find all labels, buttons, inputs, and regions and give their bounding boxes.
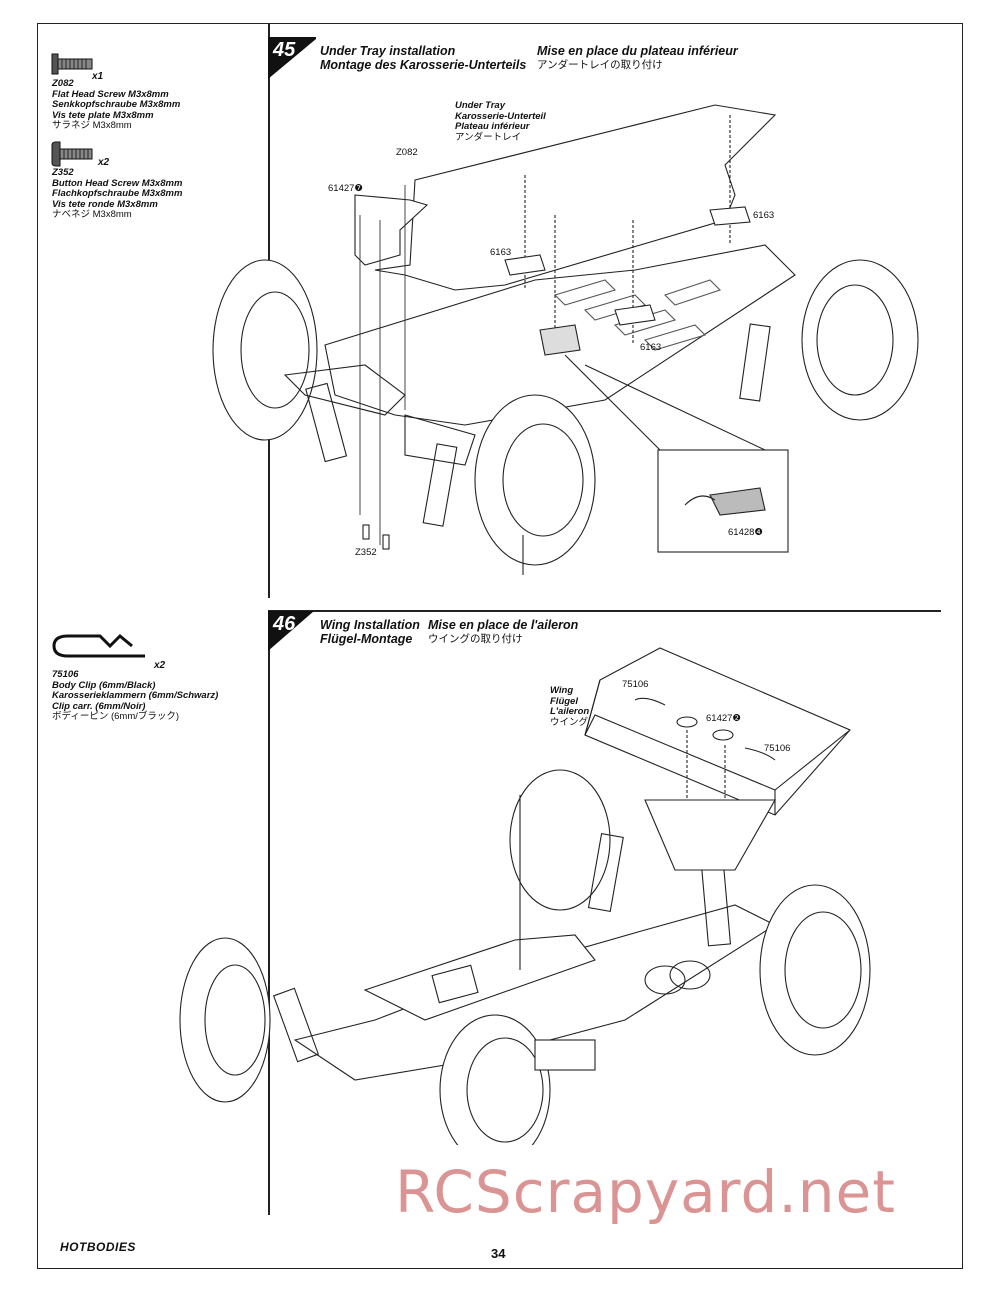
wing-assembly-drawing (179, 647, 871, 1145)
body-clip-icon (52, 633, 145, 658)
flat-head-screw-icon (51, 53, 93, 75)
page-number: 34 (491, 1246, 506, 1261)
callout-61427-wing: 61427❷ (706, 713, 741, 724)
callout-6163-a: 6163 (490, 247, 512, 258)
step-divider (268, 610, 941, 612)
under-tray-en: Under Tray (455, 100, 505, 111)
step-45-title-de: Montage des Karosserie-Unterteils (320, 58, 527, 72)
step-46-badge (268, 611, 316, 653)
part-75106-label: 75106 Body Clip (6mm/Black) Karosseriekl… (52, 669, 219, 723)
step-45-title-fr-ja: Mise en place du plateau inférieur アンダート… (537, 44, 738, 72)
step-45-number: 45 (273, 39, 296, 61)
callout-z082: Z082 (396, 147, 418, 158)
part-75106-qty: x2 (154, 660, 166, 671)
callout-z352: Z352 (355, 547, 377, 558)
step-45-title-en: Under Tray installation (320, 44, 456, 58)
under-tray-callout: Under Tray Karosserie-Unterteil Plateau … (455, 100, 546, 143)
part-z352-qty: x2 (98, 157, 110, 168)
under-tray-assembly-drawing (212, 104, 919, 575)
part-z352-label: Z352 Button Head Screw M3x8mm Flachkopfs… (52, 167, 183, 221)
step-45-title-fr: Mise en place du plateau inférieur (537, 44, 738, 58)
column-divider-footer (268, 1125, 270, 1215)
part-75106-de: Karosserieklammern (6mm/Schwarz) (52, 690, 219, 701)
under-tray-de: Karosserie-Unterteil (455, 110, 546, 122)
callout-61427: 61427❼ (328, 183, 363, 194)
part-z352-code: Z352 (52, 167, 74, 178)
part-z082-en: Flat Head Screw M3x8mm (52, 88, 169, 100)
step-45-badge (268, 37, 316, 79)
wing-de: Flügel (550, 695, 578, 707)
page-frame (37, 23, 963, 1269)
part-z352-ja: ナベネジ M3x8mm (52, 209, 132, 220)
step-46-title-ja: ウイングの取り付け (428, 633, 523, 645)
part-75106-ja: ボディーピン (6mm/ブラック) (52, 711, 180, 722)
part-75106-fr: Clip carr. (6mm/Noir) (52, 700, 146, 712)
callout-6163-c: 6163 (640, 342, 662, 353)
under-tray-fr: Plateau inférieur (455, 121, 530, 132)
step-46-number: 46 (273, 613, 296, 635)
part-z352-en: Button Head Screw M3x8mm (52, 177, 183, 189)
step-45-title-en-de: Under Tray installation Montage des Karo… (320, 44, 526, 72)
step-46-title-fr: Mise en place de l'aileron (428, 618, 579, 632)
step-46-title-fr-ja: Mise en place de l'aileron ウイングの取り付け (428, 618, 578, 646)
button-head-screw-icon (51, 141, 93, 167)
part-75106-en: Body Clip (6mm/Black) (52, 679, 156, 691)
wing-fr: L'aileron (550, 706, 590, 717)
part-z082-label: Z082 Flat Head Screw M3x8mm Senkkopfschr… (52, 78, 181, 132)
part-z082-qty: x1 (92, 71, 104, 82)
wing-ja: ウイング (550, 716, 589, 728)
part-z082-de: Senkkopfschraube M3x8mm (52, 99, 181, 110)
part-z352-de: Flachkopfschraube M3x8mm (52, 188, 183, 199)
part-z082-ja: サラネジ M3x8mm (52, 120, 132, 131)
callout-75106-a: 75106 (622, 679, 649, 690)
part-z082-fr: Vis tete plate M3x8mm (52, 109, 154, 121)
hotbodies-logo: HOTBODIES (60, 1240, 136, 1254)
part-z352-fr: Vis tete ronde M3x8mm (52, 198, 158, 210)
callout-61428: 61428❹ (728, 527, 763, 538)
part-75106-code: 75106 (52, 669, 79, 680)
callout-75106-b: 75106 (764, 743, 791, 754)
step-46-title-en-de: Wing Installation Flügel-Montage (320, 618, 420, 646)
step-45-title-ja: アンダートレイの取り付け (537, 59, 663, 71)
wing-callout: Wing Flügel L'aileron ウイング (550, 685, 590, 728)
part-z082-code: Z082 (52, 78, 74, 89)
step-46-title-de: Flügel-Montage (320, 632, 413, 646)
wing-en: Wing (550, 685, 574, 696)
callout-6163-b: 6163 (753, 210, 775, 221)
step-46-title-en: Wing Installation (320, 618, 420, 632)
under-tray-ja: アンダートレイ (455, 131, 522, 143)
column-divider-bottom (268, 610, 270, 1130)
watermark: RCScrapyard.net (395, 1158, 896, 1226)
